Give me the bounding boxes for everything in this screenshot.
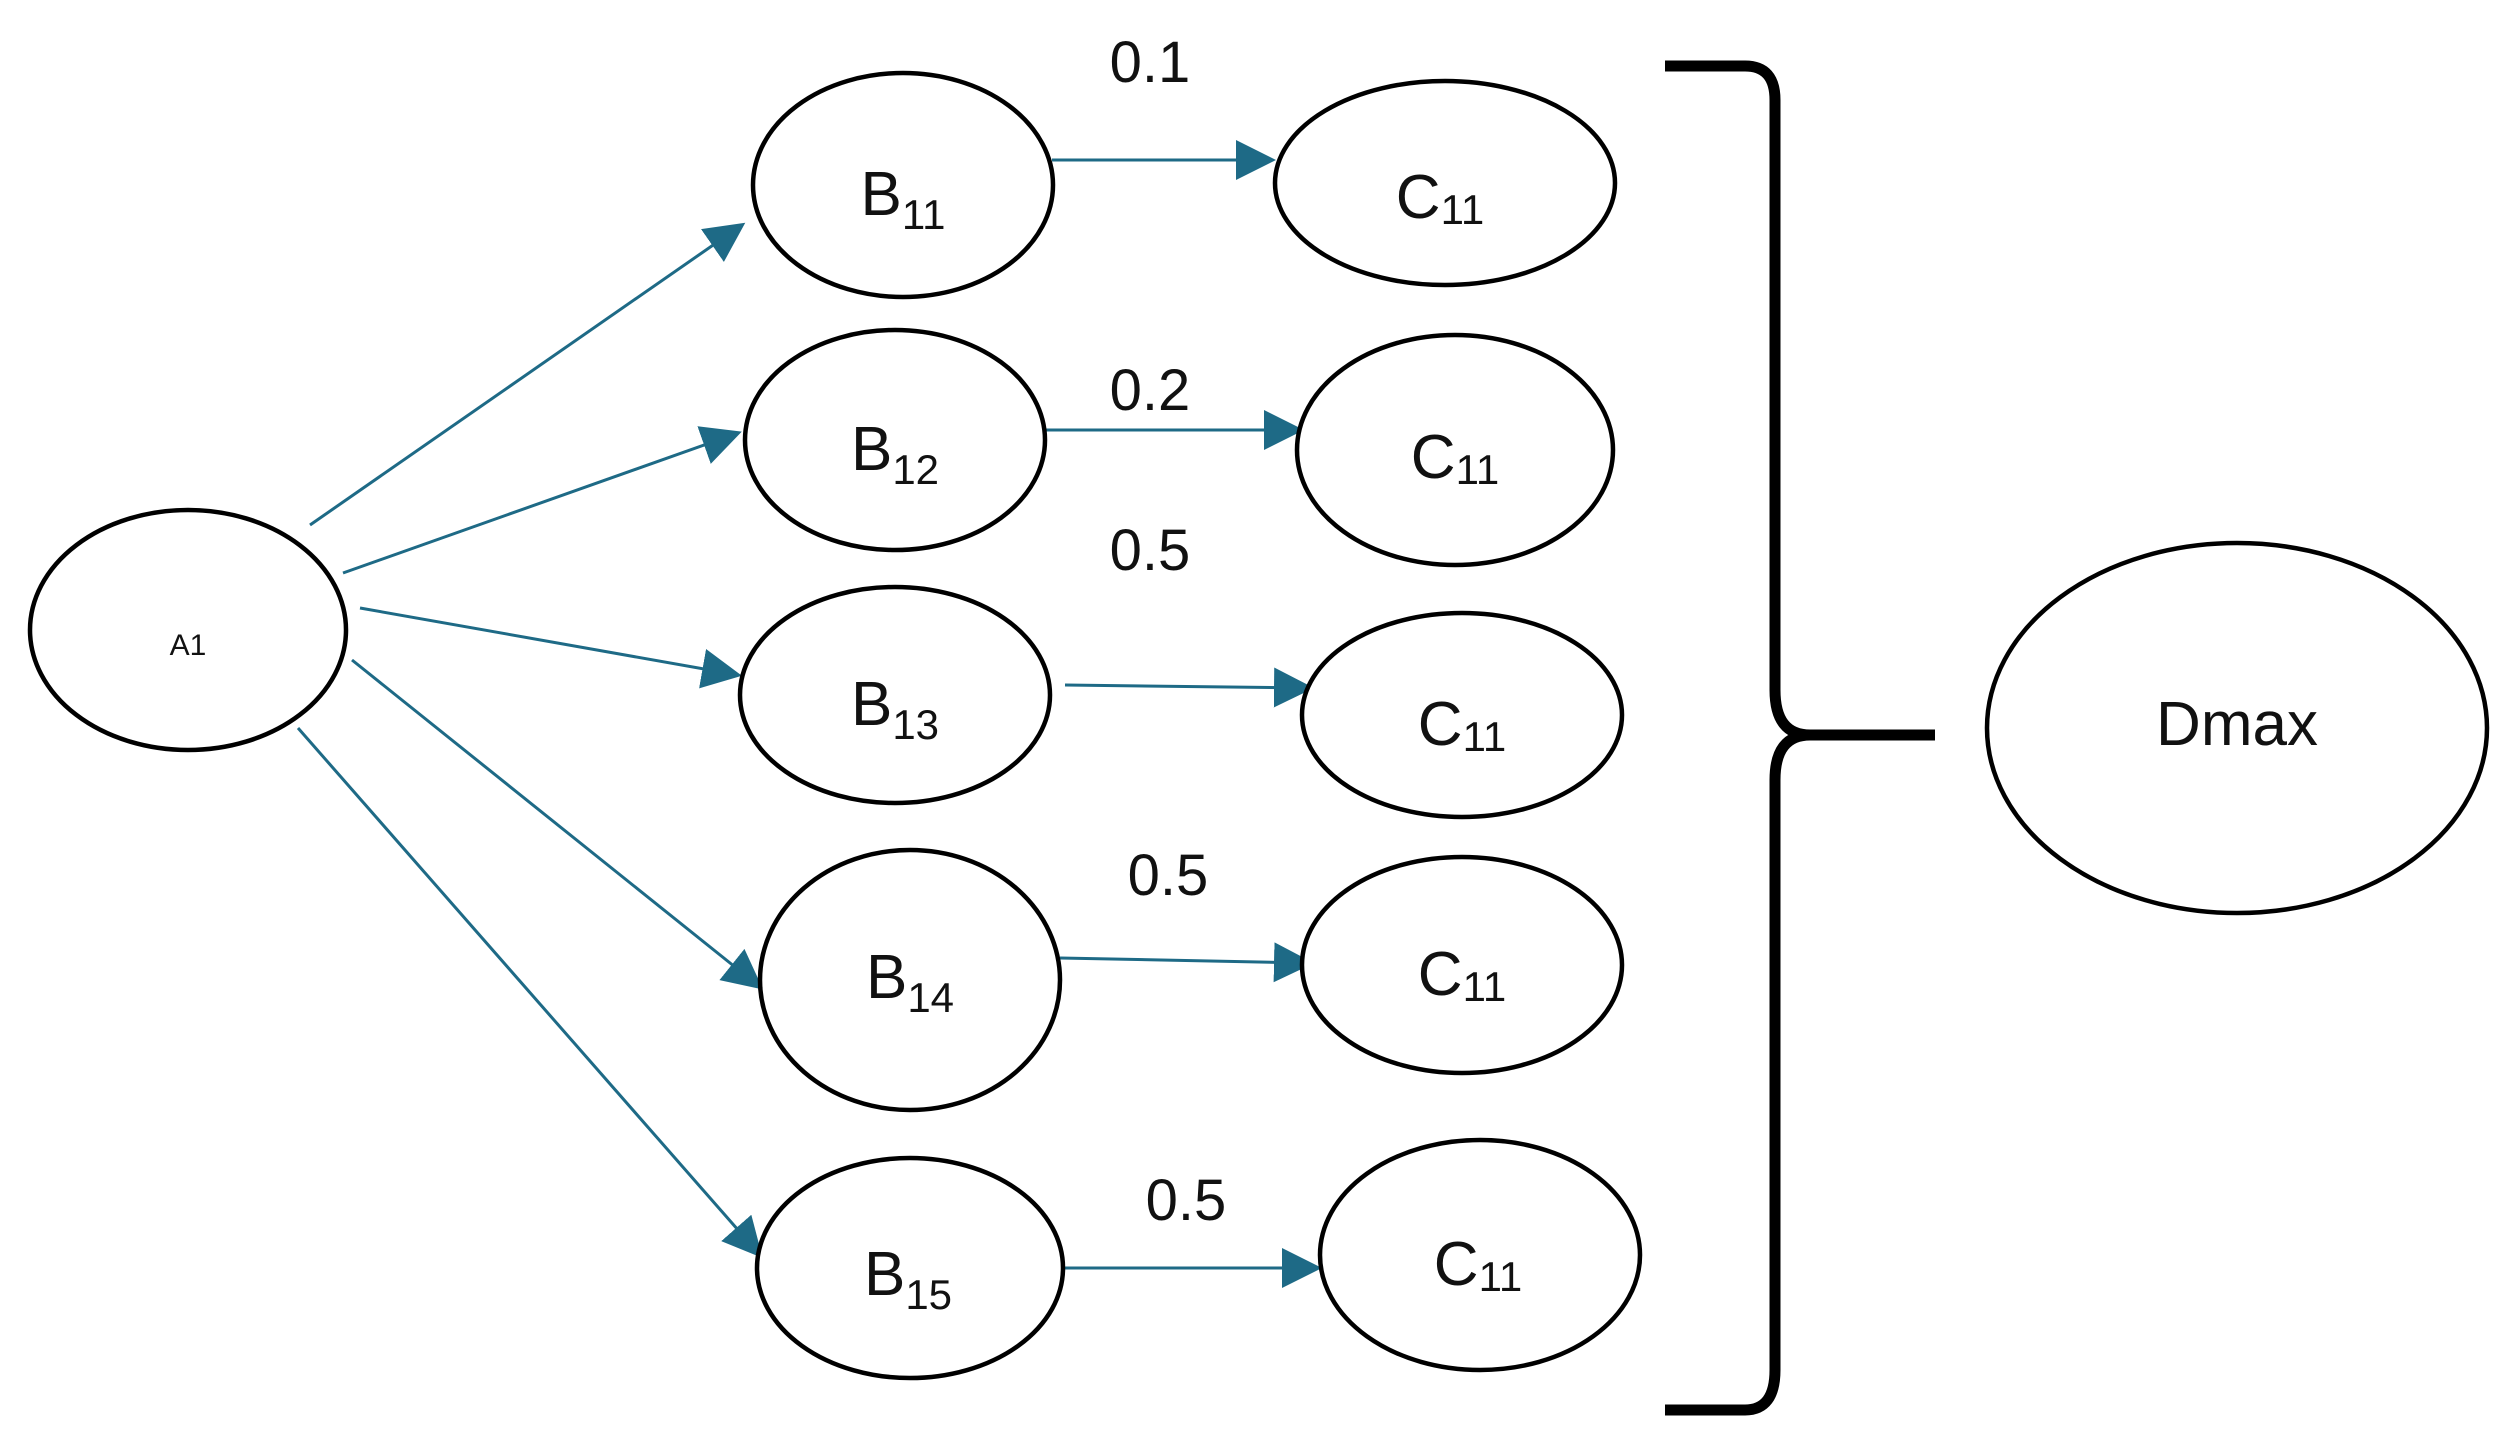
- right-brace: [1665, 60, 1935, 1416]
- node-b11-sub: 11: [902, 191, 946, 238]
- weight-b14-c11: 0.5: [1128, 843, 1209, 908]
- svg-text:C11: C11: [1434, 1230, 1522, 1300]
- edge-weight-labels: 0.1 0.2 0.5 0.5 0.5: [1110, 30, 1227, 1233]
- node-b11: B11: [750, 70, 1056, 300]
- edge-b14-c11: [1059, 942, 1314, 983]
- node-b15-main: B: [864, 1240, 905, 1309]
- node-c11-row3-sub: 11: [1463, 713, 1507, 760]
- node-c11-row2-main: C: [1411, 423, 1456, 492]
- node-c11-row3-main: C: [1418, 690, 1463, 759]
- edge-a1-b14: [351, 658, 764, 990]
- node-c11-row2-sub: 11: [1456, 446, 1500, 493]
- svg-text:C11: C11: [1396, 163, 1484, 233]
- node-c11-row5-main: C: [1434, 1230, 1479, 1299]
- edges-b-to-c: [1045, 140, 1322, 1288]
- node-b12: B12: [742, 327, 1048, 553]
- weight-b13-c11: 0.5: [1110, 518, 1191, 583]
- node-c11-row1: C11: [1272, 78, 1618, 288]
- node-a1-label: A1: [170, 629, 207, 662]
- node-b13: B13: [737, 584, 1053, 806]
- edge-a1-b12: [342, 426, 742, 575]
- node-b11-main: B: [861, 160, 902, 229]
- node-dmax: Dmax: [1984, 540, 2490, 916]
- edge-a1-b13: [359, 606, 742, 689]
- node-b13-main: B: [851, 670, 892, 739]
- edge-b13-c11: [1064, 667, 1314, 708]
- weight-b11-c11: 0.1: [1110, 30, 1191, 95]
- svg-text:C11: C11: [1418, 940, 1506, 1010]
- edges-a1-to-b: [296, 222, 764, 1259]
- svg-text:C11: C11: [1411, 423, 1499, 493]
- edge-a1-b11: [309, 222, 746, 527]
- node-b13-sub: 13: [892, 701, 939, 748]
- node-c11-row1-main: C: [1396, 163, 1441, 232]
- node-a1: A1: [27, 507, 349, 753]
- edge-a1-b15: [296, 727, 763, 1259]
- node-b12-sub: 12: [892, 446, 939, 493]
- node-c11-row3: C11: [1299, 610, 1625, 820]
- node-c11-row1-sub: 11: [1441, 186, 1485, 233]
- node-b15-sub: 15: [905, 1271, 952, 1318]
- node-b15: B15: [754, 1155, 1066, 1381]
- node-c11-row5-sub: 11: [1479, 1253, 1523, 1300]
- svg-text:B15: B15: [864, 1240, 952, 1318]
- node-c11-row5: C11: [1317, 1137, 1643, 1373]
- node-b14-sub: 14: [907, 974, 954, 1021]
- node-c11-row2: C11: [1294, 332, 1616, 568]
- node-b14: B14: [757, 847, 1063, 1113]
- svg-text:B11: B11: [861, 160, 946, 238]
- svg-text:B13: B13: [851, 670, 939, 748]
- weight-b12-c11: 0.2: [1110, 358, 1191, 423]
- svg-text:B12: B12: [851, 415, 939, 493]
- svg-text:B14: B14: [866, 943, 954, 1021]
- weight-b15-c11: 0.5: [1146, 1168, 1227, 1233]
- svg-text:C11: C11: [1418, 690, 1506, 760]
- node-b14-main: B: [866, 943, 907, 1012]
- node-c11-row4-sub: 11: [1463, 963, 1507, 1010]
- node-c11-row4: C11: [1299, 854, 1625, 1076]
- node-b12-main: B: [851, 415, 892, 484]
- node-dmax-label: Dmax: [2156, 690, 2318, 759]
- node-c11-row4-main: C: [1418, 940, 1463, 1009]
